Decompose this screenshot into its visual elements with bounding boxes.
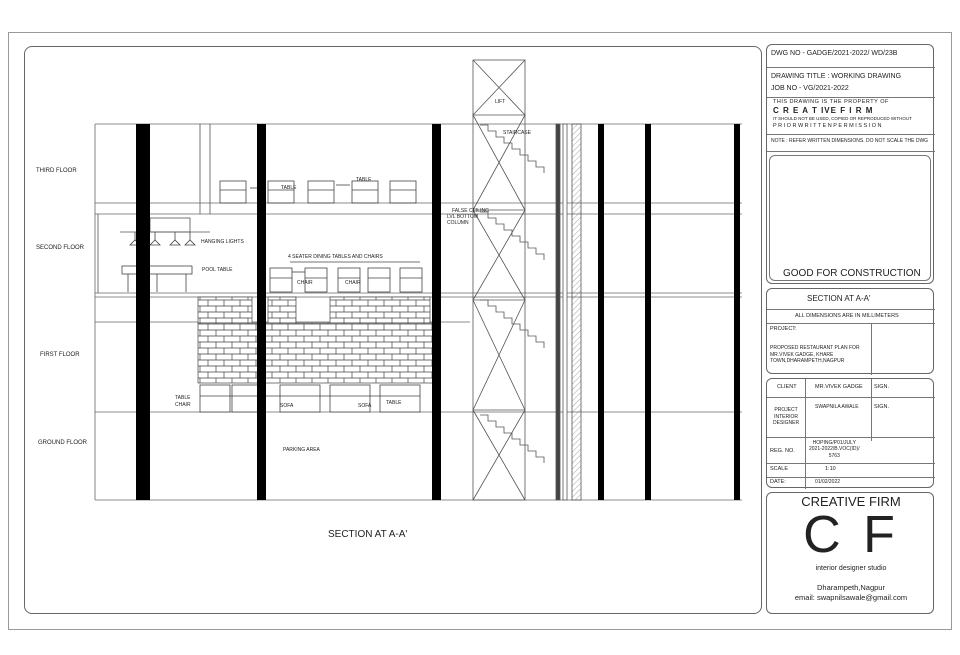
sign-label-1: SIGN. — [874, 384, 889, 390]
second-floor-dining — [269, 261, 423, 293]
label-dining-tables: 4 SEATER DINING TABLES AND CHAIRS — [288, 254, 383, 260]
firm-name: CREATIVE FIRM — [801, 494, 901, 509]
dimensions-note: ALL DIMENSIONS ARE IN MILLIMETERS — [795, 313, 899, 319]
project-desc: PROPOSED RESTAURANT PLAN FOR MR.VIVEK GA… — [770, 345, 860, 364]
false-ceiling-detail — [97, 124, 211, 293]
property-firm: C R E A T IVE F I R M — [773, 106, 874, 115]
label-ground-floor: GROUND FLOOR — [38, 440, 88, 446]
label-sofa-2: SOFA — [358, 403, 372, 409]
section-caption: SECTION AT A-A' — [328, 529, 408, 540]
date-value: 01/02/2022 — [815, 479, 841, 485]
drawing-area-frame — [24, 46, 762, 614]
label-staircase: STAIRCASE — [503, 130, 531, 136]
label-table-top-2: TABLE — [356, 177, 372, 183]
studio-tagline: interior designer studio — [815, 565, 887, 572]
reg-label: REG. NO. — [770, 448, 795, 454]
hanging-lights — [129, 232, 196, 246]
designer-label: PROJECT INTERIOR DESIGNER — [773, 407, 800, 426]
label-second-floor: SECOND FLOOR — [36, 245, 85, 251]
reg-value: HOPING/P01/JULY 2021-2022/B.VOC(ID)/ 576… — [809, 440, 860, 459]
scale-label: SCALE — [770, 466, 789, 472]
project-label: PROJECT: — [770, 326, 797, 332]
section-title: SECTION AT A-A' — [807, 294, 871, 303]
label-false-ceiling: FALSE CEILING — [452, 208, 489, 214]
label-table-top-1: TABLE — [281, 185, 297, 191]
client-value: MR.VIVEK GADGE — [815, 384, 863, 390]
job-no: JOB NO - VG/2021-2022 — [771, 85, 849, 92]
label-chair-1: CHAIR — [297, 280, 313, 286]
firm-email: email: swapnilsawale@gmail.com — [794, 593, 908, 602]
label-first-floor: FIRST FLOOR — [40, 352, 80, 358]
dwg-no: DWG NO - GADGE/2021-2022/ WD/23B — [771, 50, 898, 57]
drawing-title: DRAWING TITLE : WORKING DRAWING — [771, 73, 902, 80]
staircase — [480, 124, 545, 463]
note-text: NOTE : REFER WRITTEN DIMENSIONS. DO NOT … — [771, 138, 929, 144]
label-sofa-1: SOFA — [280, 403, 294, 409]
third-floor-furniture — [219, 180, 417, 204]
property-line-3: P R I O R W R I T T E N P E R M I S S I … — [773, 123, 882, 129]
label-table-low: TABLE — [386, 400, 402, 406]
designer-value: SWAPNILA AWALE — [815, 404, 859, 410]
pool-table — [121, 265, 193, 292]
title-block-header: DWG NO - GADGE/2021-2022/ WD/23B DRAWING… — [766, 44, 935, 284]
property-line-1: THIS DRAWING IS THE PROPERTY OF — [773, 99, 889, 105]
scale-value: 1:10 — [825, 466, 836, 472]
drawing-sheet-border — [8, 32, 952, 630]
label-hanging-lights: HANGING LIGHTS — [201, 239, 244, 245]
label-third-floor: THIRD FLOOR — [36, 168, 77, 174]
stair-wall — [555, 123, 582, 501]
structural-columns — [136, 124, 740, 500]
label-lvl-bottom: LVL BOTTOM — [447, 214, 479, 220]
floor-lines — [94, 123, 742, 501]
label-pool-table: POOL TABLE — [202, 267, 233, 273]
label-column: COLUMN — [447, 220, 469, 226]
lift-shaft — [472, 59, 526, 501]
title-block-client: CLIENT MR.VIVEK GADGE SIGN. PROJECT INTE… — [766, 378, 935, 489]
ground-floor-furniture — [199, 384, 421, 413]
sign-label-2: SIGN. — [874, 404, 889, 410]
firm-logo: C F — [803, 506, 899, 564]
firm-address: Dharampeth,Nagpur — [817, 583, 885, 592]
label-table-chair: TABLE CHAIR — [175, 395, 191, 408]
brick-walls — [197, 296, 435, 384]
title-block-project: SECTION AT A-A' ALL DIMENSIONS ARE IN MI… — [766, 288, 935, 375]
client-label: CLIENT — [777, 384, 797, 390]
good-for-construction: GOOD FOR CONSTRUCTION — [783, 268, 921, 279]
label-lift: LIFT — [495, 99, 506, 105]
title-block-firm: CREATIVE FIRM C F interior designer stud… — [766, 492, 934, 614]
stamp-box — [769, 155, 931, 281]
property-line-2: IT SHOULD NOT BE USED, COPIED OR REPRODU… — [773, 116, 912, 121]
label-parking: PARKING AREA — [283, 447, 320, 453]
date-label: DATE: — [770, 479, 786, 485]
label-chair-2: CHAIR — [345, 280, 361, 286]
